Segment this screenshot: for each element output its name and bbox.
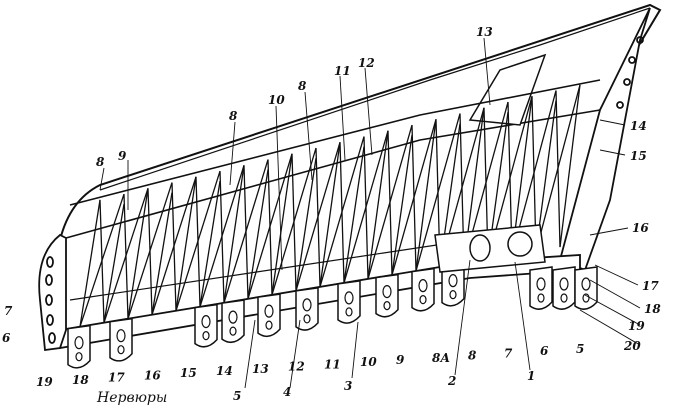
- left-label-6: 6: [2, 331, 11, 345]
- truss-lattice: [69, 79, 601, 327]
- rib-lug: [411, 267, 435, 312]
- callout-8-mid: 8: [229, 109, 238, 123]
- rib-lug: [337, 280, 361, 324]
- rib-number: 18: [72, 373, 89, 387]
- rib-post: [223, 165, 245, 303]
- rib-number: 19: [36, 375, 53, 389]
- rib-lug: [109, 317, 133, 362]
- callout-19: 19: [628, 319, 645, 333]
- rib-post: [559, 84, 581, 248]
- callout-13: 13: [476, 25, 493, 39]
- rib-post: [127, 188, 149, 319]
- callout-labels: 13 8 9 8 10 8 11 12 14 15 16 17 18 19 20…: [2, 25, 661, 406]
- truss-diagonal: [243, 165, 249, 299]
- rib-lug: [257, 293, 281, 338]
- rib-post: [175, 176, 197, 311]
- rib-number: 5: [576, 342, 584, 356]
- rib-post: [103, 203, 125, 323]
- truss-diagonal: [555, 90, 561, 248]
- callout-3: 3: [344, 379, 352, 393]
- truss-diagonal: [267, 159, 273, 295]
- rib-number: 7: [504, 346, 513, 360]
- truss-diagonal: [315, 148, 321, 287]
- callout-5: 5: [233, 389, 241, 403]
- callout-8-right: 8: [298, 79, 307, 93]
- rib-post: [247, 169, 269, 299]
- rib-post: [79, 199, 101, 327]
- rib-number: 13: [252, 362, 269, 376]
- rib-post: [319, 142, 341, 287]
- rib-number: 16: [144, 368, 161, 382]
- rib-post: [151, 192, 173, 315]
- truss-diagonal: [219, 171, 225, 303]
- left-label-7: 7: [4, 304, 13, 318]
- rib-post: [391, 134, 413, 276]
- rib-lug: [529, 266, 553, 310]
- rib-number: 8: [468, 349, 477, 363]
- rib-lug: [295, 286, 319, 331]
- mid-stringer: [69, 239, 471, 301]
- rib-number: 6: [540, 344, 549, 358]
- rib-number: 15: [180, 366, 197, 380]
- truss-diagonal: [291, 153, 297, 291]
- rib-number: 8А: [432, 351, 450, 365]
- callout-14: 14: [630, 119, 647, 133]
- rib-number: 12: [288, 360, 305, 374]
- rib-lug: [441, 262, 465, 307]
- rib-number: 10: [360, 355, 377, 369]
- rib-post: [199, 180, 221, 307]
- truss-diagonal: [411, 125, 417, 271]
- callout-15: 15: [630, 149, 647, 163]
- truss-diagonal: [99, 199, 105, 323]
- leader-lines: [99, 37, 641, 389]
- rib-lug: [67, 324, 91, 369]
- rib-lug: [552, 266, 576, 310]
- truss-diagonal: [387, 130, 393, 275]
- rib-post: [343, 146, 365, 283]
- truss-diagonal: [363, 136, 369, 279]
- rib-lug: [375, 273, 399, 318]
- upper-chord: [69, 79, 601, 206]
- truss-diagonal: [195, 176, 201, 307]
- callout-12: 12: [358, 56, 375, 70]
- callout-4: 4: [283, 385, 291, 399]
- truss-diagonal: [147, 188, 153, 315]
- callout-10: 10: [268, 93, 285, 107]
- trailing-panel: [468, 53, 547, 126]
- callout-11: 11: [334, 64, 351, 78]
- access-panels: [434, 224, 546, 273]
- rib-post: [295, 157, 317, 291]
- callout-20: 20: [623, 339, 641, 353]
- rib-number: 11: [324, 357, 341, 371]
- callout-17: 17: [642, 279, 659, 293]
- rib-lug: [194, 303, 218, 348]
- callout-18: 18: [644, 302, 661, 316]
- rib-number: 17: [108, 371, 125, 385]
- rib-lug: [221, 299, 245, 344]
- callout-9: 9: [118, 149, 127, 163]
- callout-1: 1: [527, 369, 535, 383]
- ribs-caption: Нервюры: [96, 390, 167, 406]
- rib-number: 14: [216, 364, 233, 378]
- callout-8-left: 8: [96, 155, 105, 169]
- rib-post: [271, 153, 293, 295]
- callout-16: 16: [632, 221, 649, 235]
- callout-2: 2: [447, 374, 456, 388]
- leading-edge-box: [38, 233, 67, 352]
- truss-diagonal: [171, 182, 177, 311]
- rib-number: 9: [396, 353, 405, 367]
- rib-lug: [574, 266, 598, 310]
- rib-post: [415, 119, 437, 272]
- truss-diagonal: [339, 142, 345, 283]
- truss-diagonal: [123, 194, 129, 319]
